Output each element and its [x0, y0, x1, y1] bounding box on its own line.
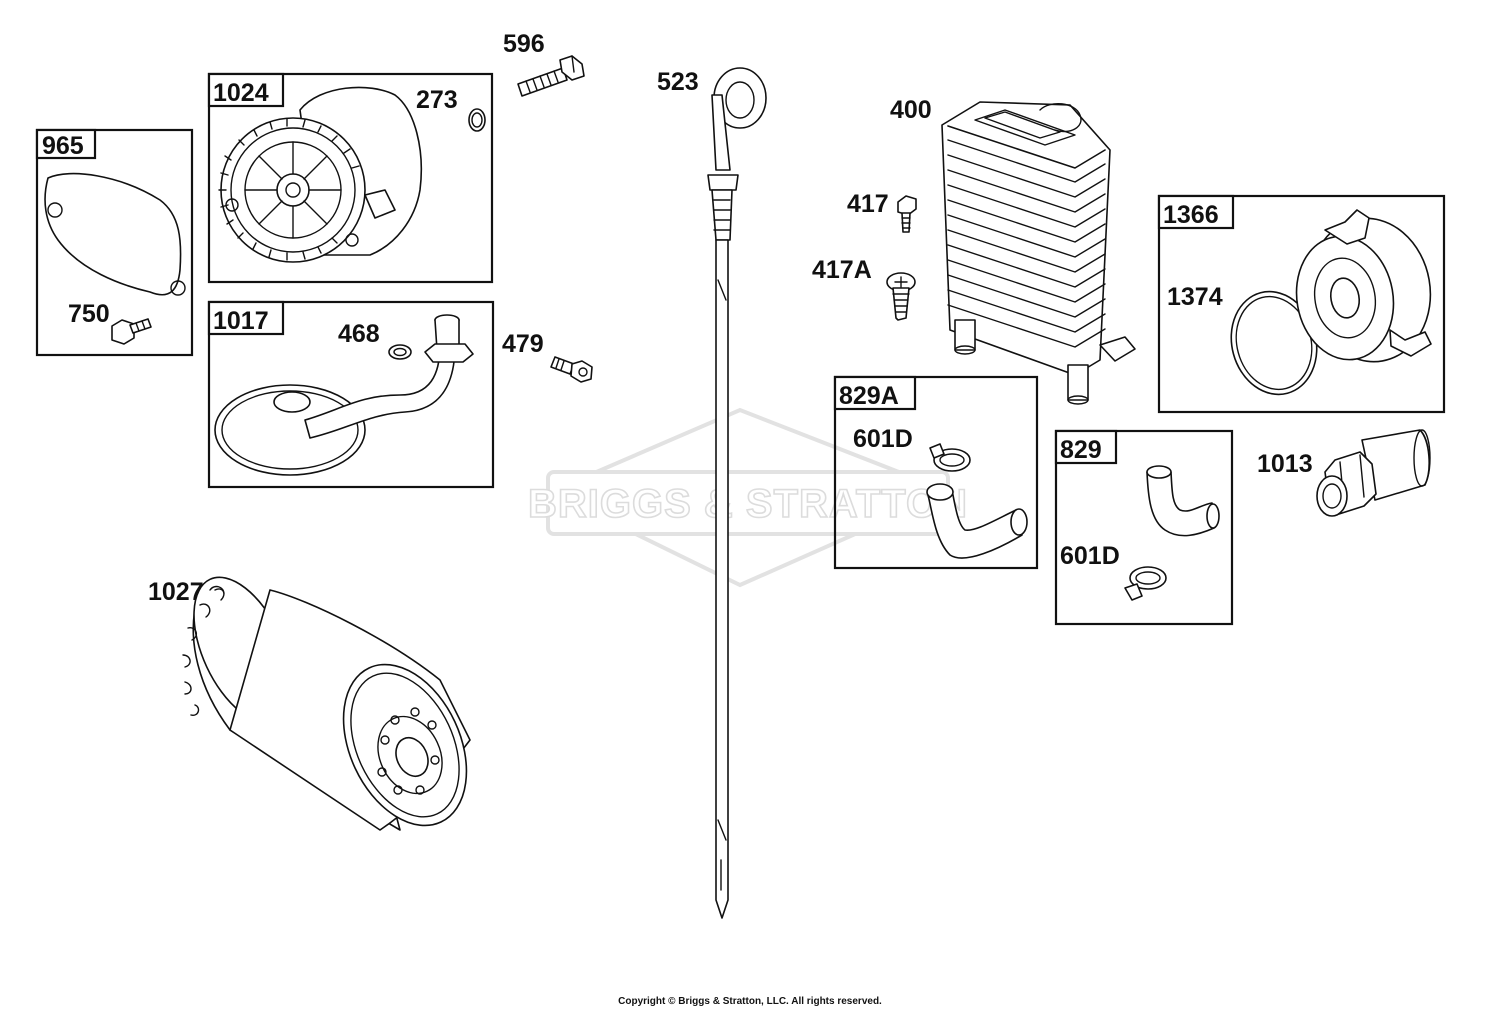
oil-cooler-400-part — [941, 101, 1136, 405]
label-523: 523 — [657, 68, 699, 96]
box-1017: 1017 468 — [207, 300, 495, 489]
oil-pickup-1017-part — [214, 314, 474, 476]
box-tag-829A: 829A — [839, 382, 899, 410]
dipstick-523-part — [707, 67, 767, 919]
box-1366: 1366 1374 — [1157, 194, 1446, 414]
box-tag-1366: 1366 — [1163, 201, 1219, 229]
label-417A: 417A — [812, 256, 872, 284]
bolt-750-part — [111, 318, 152, 345]
label-417: 417 — [847, 190, 889, 218]
label-601D-b: 601D — [1060, 542, 1120, 570]
label-601D-a: 601D — [853, 425, 913, 453]
bolt-596-part — [517, 55, 585, 97]
label-1027: 1027 — [148, 578, 204, 606]
watermark-logo: BRIGGS & STRATTON — [527, 407, 968, 588]
box-1024: 1024 273 — [207, 72, 494, 284]
screw-417-part — [897, 195, 917, 233]
hose-clamp-601D-a-part — [929, 443, 971, 472]
label-1013: 1013 — [1257, 450, 1313, 478]
label-1374: 1374 — [1167, 283, 1223, 311]
label-468: 468 — [338, 320, 380, 348]
o-ring-468-part — [388, 344, 412, 360]
box-965: 965 750 — [35, 128, 194, 357]
oil-filter-1027-part — [182, 576, 471, 831]
box-tag-829: 829 — [1060, 436, 1102, 464]
label-750: 750 — [68, 300, 110, 328]
label-400: 400 — [890, 96, 932, 124]
label-479: 479 — [502, 330, 544, 358]
box-829A: 829A 601D — [833, 375, 1039, 570]
oil-pump-1024-part — [218, 86, 423, 263]
box-tag-965: 965 — [42, 132, 84, 160]
screw-417A-part — [886, 272, 916, 321]
box-tag-1017: 1017 — [213, 307, 269, 335]
gasket-part — [44, 172, 182, 296]
box-tag-1024: 1024 — [213, 79, 269, 107]
bolt-479-part — [550, 356, 593, 383]
watermark-text: BRIGGS & STRATTON — [528, 482, 968, 526]
fitting-1013-part — [1316, 429, 1431, 517]
label-596: 596 — [503, 30, 545, 58]
hose-829-part — [1146, 465, 1220, 537]
label-273: 273 — [416, 86, 458, 114]
copyright-text: Copyright © Briggs & Stratton, LLC. All … — [618, 996, 882, 1007]
box-829: 829 601D — [1054, 429, 1234, 626]
cooler-adapter-1366-part — [1295, 209, 1432, 363]
hose-clamp-601D-b-part — [1124, 566, 1167, 601]
hose-829A-part — [926, 483, 1028, 559]
